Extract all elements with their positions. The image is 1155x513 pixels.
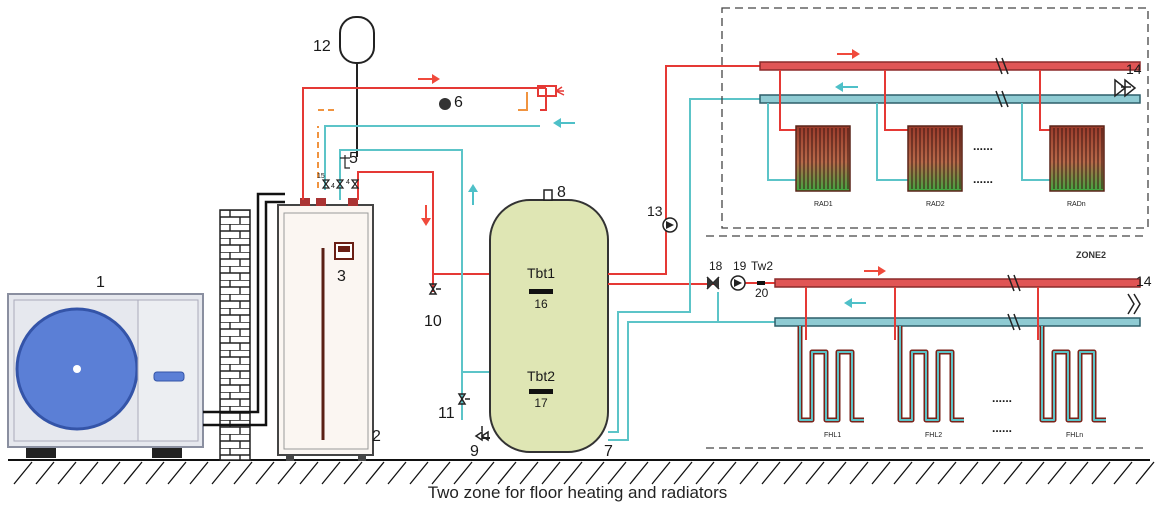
label-11: 11 — [438, 405, 455, 422]
label-12: 12 — [313, 38, 331, 55]
pump-6 — [439, 98, 451, 110]
radn-label: RADn — [1067, 201, 1086, 208]
valves-14 — [1114, 78, 1141, 315]
fhln-label: FHLn — [1066, 432, 1083, 439]
zone2-box — [706, 235, 1148, 449]
fhl1-label: FHL1 — [824, 432, 841, 439]
refrigerant-lines — [203, 192, 285, 427]
pump-13 — [662, 217, 678, 233]
zone-supply-pipes — [608, 65, 775, 441]
label-18: 20 — [755, 286, 769, 300]
pump-17 — [730, 275, 746, 291]
floor-ellipsis-1: ...... — [992, 391, 1012, 405]
zone1-box — [721, 7, 1149, 229]
mixing-valve-16 — [706, 276, 720, 290]
label-16: 18 — [709, 259, 723, 273]
label-8: 8 — [557, 184, 566, 201]
indoor-unit — [277, 198, 374, 461]
buffer-tank: Tbt1 Tbt2 16 17 — [482, 189, 609, 453]
domestic-hot-water-lines — [302, 85, 565, 200]
label-2: 2 — [372, 428, 381, 445]
label-4a: 4 — [331, 183, 335, 190]
label-7: 7 — [604, 443, 613, 460]
label-14b: 14 — [1136, 273, 1152, 289]
valves-tank — [428, 283, 489, 442]
label-17: 19 — [733, 259, 747, 273]
diagram-caption: Two zone for floor heating and radiators — [427, 483, 728, 502]
label-4b: 4 — [346, 179, 350, 186]
label-1: 1 — [96, 274, 105, 291]
zone2-label: ZONE2 — [1076, 250, 1106, 260]
brick-wall — [219, 209, 251, 461]
rad1-label: RAD1 — [814, 201, 833, 208]
floor-loop-fhl1 — [797, 287, 864, 423]
sensor-number-20: 17 — [534, 396, 548, 410]
radiator-headers — [759, 57, 1141, 108]
label-14a: 14 — [1126, 61, 1142, 77]
radiator-ellipsis-2: ...... — [973, 172, 993, 186]
radiator-rad2 — [907, 125, 963, 192]
ground — [8, 459, 1155, 485]
heating-circuit-pipes — [339, 149, 490, 420]
radiator-branches — [767, 70, 1050, 181]
outdoor-unit — [7, 293, 204, 458]
sensor-18 — [757, 281, 765, 285]
fhl2-label: FHL2 — [925, 432, 942, 439]
floor-ellipsis-2: ...... — [992, 421, 1012, 435]
radiator-radn — [1049, 125, 1105, 192]
label-15: 15 — [317, 173, 325, 180]
floor-loop-fhln — [1037, 287, 1106, 423]
tw2-label: Tw2 — [751, 259, 773, 273]
label-5: 5 — [349, 150, 358, 167]
floor-loop-fhl2 — [894, 287, 964, 423]
radiator-ellipsis-1: ...... — [973, 139, 993, 153]
label-9: 9 — [470, 443, 479, 460]
component-numbers: 1 2 3 4 4 5 6 7 8 9 10 11 12 13 14 14 15… — [96, 38, 1152, 460]
valves-indoor-unit — [321, 155, 360, 189]
tbt2-label: Tbt2 — [527, 368, 555, 384]
radiator-rad1 — [795, 125, 851, 192]
flow-arrows — [418, 49, 886, 308]
sensor-number-19: 16 — [534, 297, 548, 311]
label-6: 6 — [454, 94, 463, 111]
tbt1-label: Tbt1 — [527, 265, 555, 281]
label-3: 3 — [337, 268, 346, 285]
label-10: 10 — [424, 313, 442, 330]
label-13: 13 — [647, 203, 663, 219]
expansion-vessel — [339, 16, 375, 157]
rad2-label: RAD2 — [926, 201, 945, 208]
floor-headers — [774, 274, 1141, 331]
